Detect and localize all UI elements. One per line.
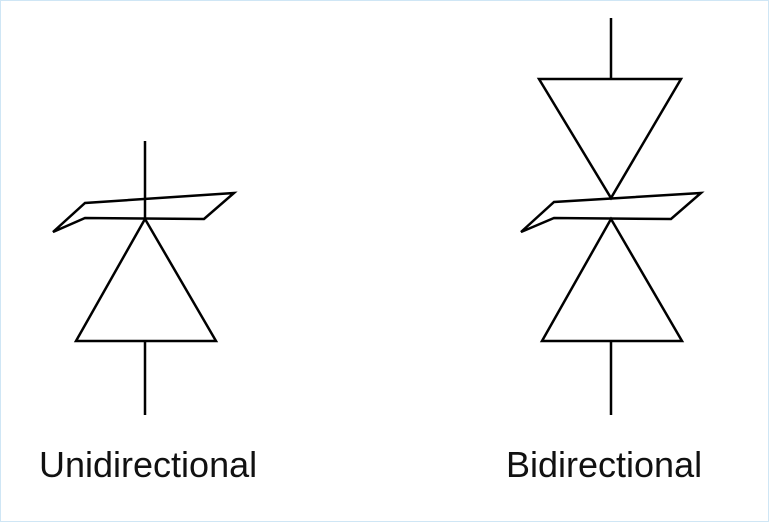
bidirectional-clamp-bar [520,191,705,234]
bidirectional-lower-triangle [539,216,685,343]
bidirectional-upper-triangle [536,77,684,201]
bidirectional-symbol [520,18,705,415]
bidirectional-label: Bidirectional [506,444,703,485]
unidirectional-symbol [52,141,238,415]
unidirectional-cathode-bar [52,191,238,234]
unidirectional-diode-triangle [73,216,219,343]
unidirectional-label: Unidirectional [39,444,258,485]
